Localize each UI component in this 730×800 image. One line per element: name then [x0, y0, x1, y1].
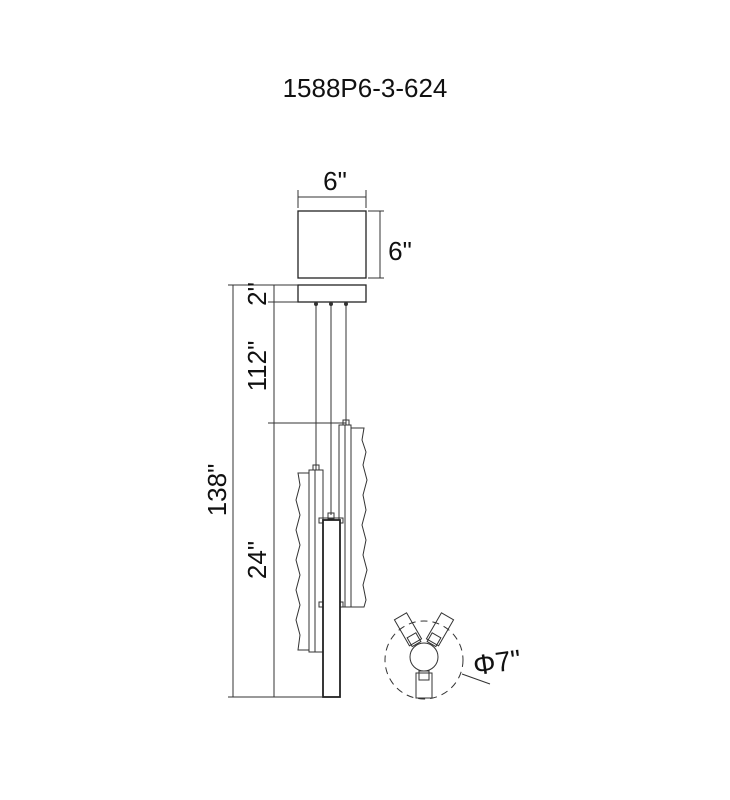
- center-bar-pendant: [318, 512, 344, 698]
- vertical-dimensions: 2" 112" 24" 138": [202, 282, 346, 698]
- diameter-label: Φ7": [471, 644, 523, 681]
- canopy-height-dimension: 6": [368, 210, 412, 279]
- canopy-width-label: 6": [323, 166, 347, 196]
- overall-height-label: 138": [202, 464, 232, 517]
- bottom-view: Φ7": [384, 612, 523, 700]
- plate-height-label: 2": [242, 282, 272, 306]
- rod-length-label: 112": [242, 341, 272, 392]
- canopy-width-dimension: 6": [297, 166, 367, 208]
- suspension-rods: [314, 302, 348, 515]
- canopy-height-label: 6": [388, 236, 412, 266]
- canopy: [297, 210, 367, 279]
- left-crystal-pendant: [295, 464, 324, 653]
- fixture-height-label: 24": [242, 541, 272, 579]
- product-title: 1588P6-3-624: [283, 73, 448, 103]
- right-crystal-pendant: [338, 419, 368, 608]
- mounting-plate: [297, 284, 367, 303]
